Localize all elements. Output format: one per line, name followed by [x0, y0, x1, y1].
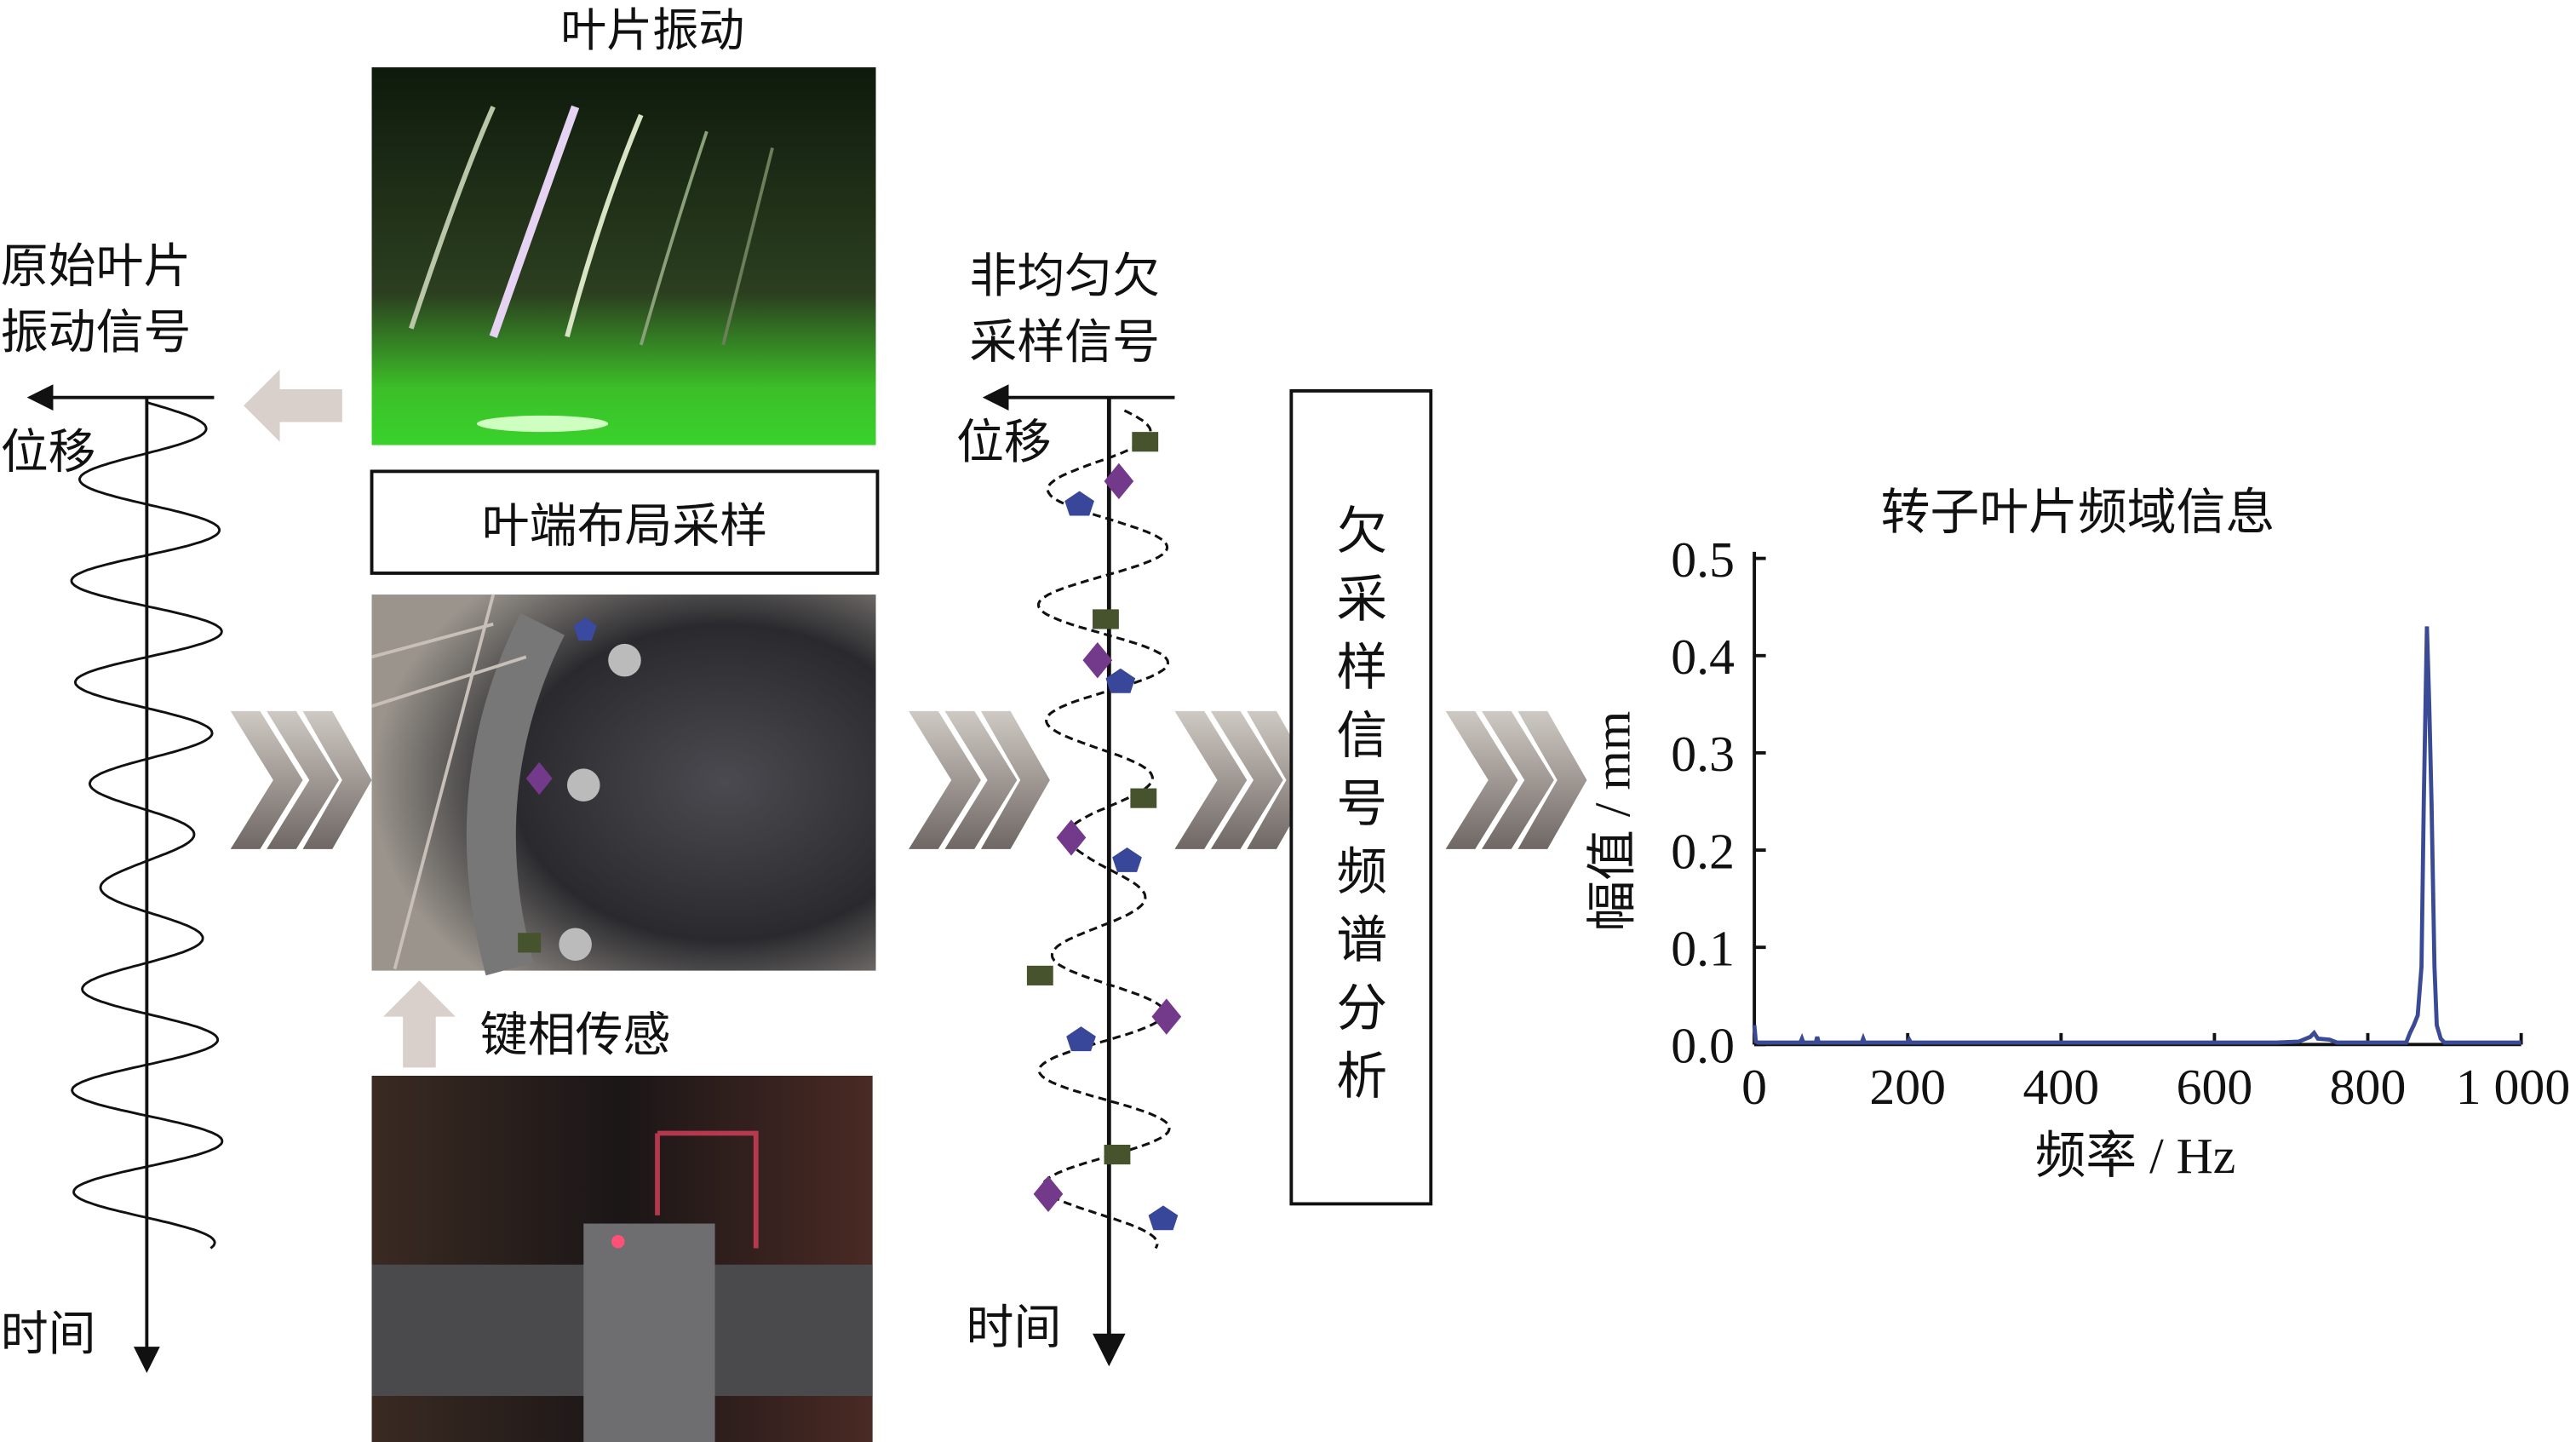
diamond-marker: [1056, 819, 1087, 856]
original-vibration-waveform: [70, 401, 224, 1250]
x-tick-label: 1 000: [2456, 1059, 2570, 1115]
sampling-box-label: 叶端布局采样: [482, 498, 767, 554]
square-marker: [1132, 432, 1159, 452]
square-marker: [1093, 609, 1119, 629]
y-tick-label: 0.3: [1671, 726, 1735, 782]
square-marker: [1130, 788, 1157, 808]
y-tick-label: 0.0: [1671, 1018, 1735, 1074]
pentagon-marker: [1105, 668, 1136, 693]
diamond-marker: [1033, 1175, 1064, 1213]
frequency-chart: 转子叶片频域信息 0.0 0.1 0.2 0.3 0.4 0.5 0 200 400 600 800 1…: [1585, 483, 2571, 1184]
time-label-2: 时间: [967, 1300, 1062, 1355]
diamond-marker: [1082, 641, 1113, 679]
pentagon-marker: [1064, 491, 1094, 516]
chevron-right-icon: [909, 710, 1050, 849]
y-axis-label: 幅值 / mm: [1585, 711, 1641, 932]
analysis-char: 谱: [1336, 911, 1387, 970]
blade-vibration-photo: [371, 67, 876, 445]
original-signal-title-2: 振动信号: [1, 305, 192, 360]
keyphase-label: 键相传感: [480, 1008, 671, 1063]
chevron-right-icon: [230, 710, 372, 849]
sampling-box: [370, 469, 880, 575]
keyphase-sensor-photo: [371, 1076, 873, 1442]
undersampled-waveform: [1036, 409, 1171, 1250]
arrow-left-icon: [244, 369, 342, 442]
chart-title: 转子叶片频域信息: [1881, 483, 2275, 541]
sample-markers: [1026, 432, 1182, 1231]
x-tick-label: 400: [2022, 1059, 2099, 1115]
undersampled-title-2: 采样信号: [969, 314, 1160, 370]
series-line-spectrum: [1752, 626, 2521, 1045]
y-tick-label: 0.2: [1671, 823, 1735, 879]
y-tick-label: 0.1: [1671, 920, 1735, 976]
time-label: 时间: [1, 1307, 96, 1362]
analysis-char: 采: [1336, 571, 1387, 629]
pentagon-marker: [1148, 1205, 1179, 1231]
pentagon-marker: [1112, 847, 1142, 872]
x-tick-label: 200: [1869, 1059, 1946, 1115]
undersampled-title-1: 非均匀欠: [969, 249, 1160, 304]
x-tick-label: 0: [1741, 1059, 1767, 1115]
x-tick-label: 600: [2177, 1059, 2253, 1115]
y-tick-label: 0.5: [1671, 531, 1735, 588]
photo-title: 叶片振动: [560, 3, 744, 57]
analysis-char: 欠: [1336, 503, 1387, 561]
analysis-char: 样: [1336, 639, 1387, 698]
x-axis-label: 频率 / Hz: [2035, 1128, 2236, 1184]
displacement-label: 位移: [1, 425, 96, 480]
analysis-char: 析: [1336, 1048, 1387, 1106]
pentagon-marker: [1066, 1026, 1096, 1052]
spectrum-analysis-box: [1289, 388, 1433, 1206]
tip-timing-sensor-photo: [370, 594, 876, 976]
arrow-up-icon: [383, 980, 456, 1068]
analysis-char: 频: [1336, 843, 1387, 902]
square-marker: [1104, 1144, 1131, 1165]
y-tick-label: 0.4: [1671, 629, 1735, 685]
displacement-label-2: 位移: [956, 415, 1052, 470]
analysis-char: 信: [1336, 707, 1387, 766]
chevron-right-icon: [1445, 710, 1587, 849]
analysis-char: 号: [1336, 775, 1387, 834]
diamond-marker: [1104, 462, 1134, 500]
original-signal-title-1: 原始叶片: [1, 239, 192, 295]
square-marker: [1026, 965, 1053, 985]
x-tick-label: 800: [2330, 1059, 2407, 1115]
analysis-char: 分: [1336, 980, 1387, 1038]
